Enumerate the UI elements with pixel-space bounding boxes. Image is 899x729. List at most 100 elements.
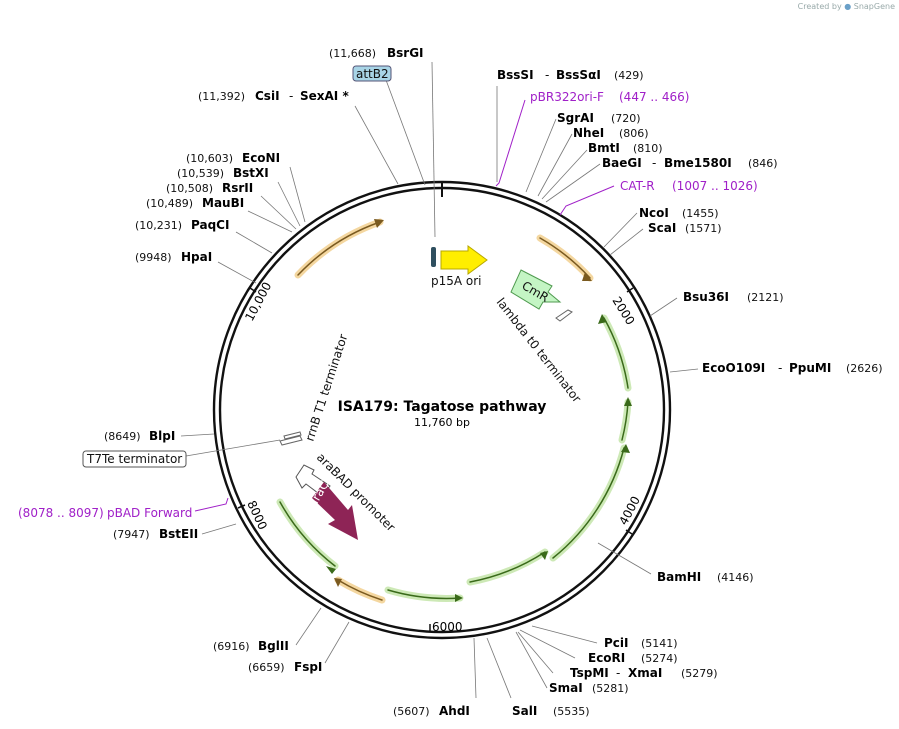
- nhei-pos: (806): [619, 127, 649, 140]
- tick-mark-10000: [249, 287, 257, 293]
- bamhi-name: BamHI: [657, 570, 701, 584]
- bsteii-pos: (7947): [113, 528, 150, 541]
- maubi-pos: (10,489): [146, 197, 193, 210]
- scai-pos: (1571): [685, 222, 722, 235]
- orf-green-bottom: [387, 589, 461, 600]
- bsrgi-pos: (11,668): [329, 47, 376, 60]
- arrowhead-green-bottom-right: [540, 551, 548, 560]
- orf-green-right-lower-glow: [549, 444, 628, 562]
- pbr322-range: (447 .. 466): [619, 90, 689, 104]
- orf-green-left: [279, 501, 336, 567]
- bsteii-name: BstEII: [159, 527, 198, 541]
- tick-mark-8000: [237, 504, 246, 509]
- sexai-name: SexAI *: [300, 89, 349, 103]
- snapgene-credit: Created by ● SnapGene: [798, 2, 895, 11]
- orf-green-right-upper: [603, 317, 629, 389]
- arac-arrow: [312, 482, 358, 540]
- ncoi-name: NcoI: [639, 206, 669, 220]
- rsrii-pos: (10,508): [166, 182, 213, 195]
- maubi-name: MauBI: [202, 196, 244, 210]
- arrowhead-green-right-lower: [621, 444, 630, 453]
- rsrii-name: RsrII: [222, 181, 253, 195]
- ecoo109i-dash: -: [778, 361, 782, 375]
- pcii-pos: (5141): [641, 637, 678, 650]
- credit-brand: SnapGene: [853, 2, 895, 11]
- arrowhead-green-right-upper: [598, 314, 607, 324]
- ahdi-pos: (5607): [393, 705, 430, 718]
- tick-6000: 6000: [432, 620, 463, 634]
- baegi-dash: -: [652, 156, 656, 170]
- ecoo109i-name: EcoO109I: [702, 361, 765, 375]
- bstxi-name: BstXI: [233, 166, 269, 180]
- backbone-outer-ring: [212, 180, 672, 640]
- orf-orange-top-left: [297, 221, 381, 276]
- primer-leader-lines: [194, 99, 615, 512]
- tspmi-name: TspMI: [570, 666, 609, 680]
- hpai-pos: (9948): [135, 251, 172, 264]
- tspmi-pos: (5279): [681, 667, 718, 680]
- rrnb-terminator-label: rrnB T1 terminator: [303, 332, 351, 443]
- t7te-box: [82, 450, 187, 468]
- ecoo109i-pos: (2626): [846, 362, 883, 375]
- orf-green-right-lower: [552, 447, 625, 559]
- ppumi-name: PpuMI: [789, 361, 831, 375]
- catr-range: (1007 .. 1026): [672, 179, 758, 193]
- bglii-pos: (6916): [213, 640, 250, 653]
- bsu36i-name: Bsu36I: [683, 290, 729, 304]
- ncoi-pos: (1455): [682, 207, 719, 220]
- lambda-terminator-icon: [555, 309, 573, 322]
- orf-green-bottom-right-glow: [466, 548, 549, 586]
- snapgene-logo-icon: ●: [844, 2, 852, 11]
- bsssi-name: BssSI: [497, 68, 534, 82]
- catr-label: CAT-R: [620, 179, 655, 193]
- credit-prefix: Created by: [797, 2, 842, 11]
- orf-orange-top-right-glow: [536, 234, 594, 282]
- ori-marker-icon: [431, 247, 436, 267]
- bstxi-pos: (10,539): [177, 167, 224, 180]
- p15a-ori-arrow: [440, 245, 488, 275]
- nhei-name: NheI: [573, 126, 604, 140]
- bamhi-pos: (4146): [717, 571, 754, 584]
- ahdi-name: AhdI: [439, 704, 470, 718]
- csii-name: CsiI: [255, 89, 280, 103]
- baegi-name: BaeGI: [602, 156, 642, 170]
- arrowhead-green-bottom: [455, 594, 463, 602]
- fspi-name: FspI: [294, 660, 322, 674]
- sali-name: SalI: [512, 704, 537, 718]
- csii-pos: (11,392): [198, 90, 245, 103]
- econi-name: EcoNI: [242, 151, 280, 165]
- orf-green-bottom-right: [469, 551, 546, 583]
- tick-mark-4000: [625, 529, 633, 535]
- pbr322-label: pBR322ori-F: [530, 90, 604, 104]
- orf-green-right-upper-glow: [600, 314, 632, 392]
- pcii-name: PciI: [604, 636, 629, 650]
- attb2-box: [352, 65, 392, 82]
- bsu36i-pos: (2121): [747, 291, 784, 304]
- arrowhead-orange-top-left: [374, 219, 384, 228]
- bsssai-name: BssSαI: [556, 68, 601, 82]
- arrowhead-green-right-mid: [624, 397, 632, 406]
- attb2-label: attB2: [356, 67, 389, 81]
- tick-8000: 8000: [244, 498, 270, 532]
- bsssi-pos: (429): [614, 69, 644, 82]
- pbad-range: (8078 .. 8097): [18, 506, 104, 520]
- econi-pos: (10,603): [186, 152, 233, 165]
- t7te-label: T7Te terminator: [86, 452, 182, 466]
- bmti-name: BmtI: [588, 141, 620, 155]
- arrowhead-orange-top-right: [582, 272, 592, 281]
- bsssi-dash: -: [545, 68, 549, 82]
- ecori-pos: (5274): [641, 652, 678, 665]
- sgrai-pos: (720): [611, 112, 641, 125]
- ecori-name: EcoRI: [588, 651, 625, 665]
- arrowhead-orange-bottom: [334, 578, 342, 587]
- leader-lines: [180, 61, 699, 699]
- paqci-name: PaqCI: [191, 218, 229, 232]
- tick-mark-2000: [626, 287, 634, 293]
- hpai-name: HpaI: [181, 250, 212, 264]
- rrnb-terminator-icon: [279, 431, 303, 446]
- blpi-name: BlpI: [149, 429, 175, 443]
- plasmid-size: 11,760 bp: [414, 416, 470, 429]
- plasmid-name: ISA179: Tagatose pathway: [338, 399, 547, 415]
- baegi-pos: (846): [748, 157, 778, 170]
